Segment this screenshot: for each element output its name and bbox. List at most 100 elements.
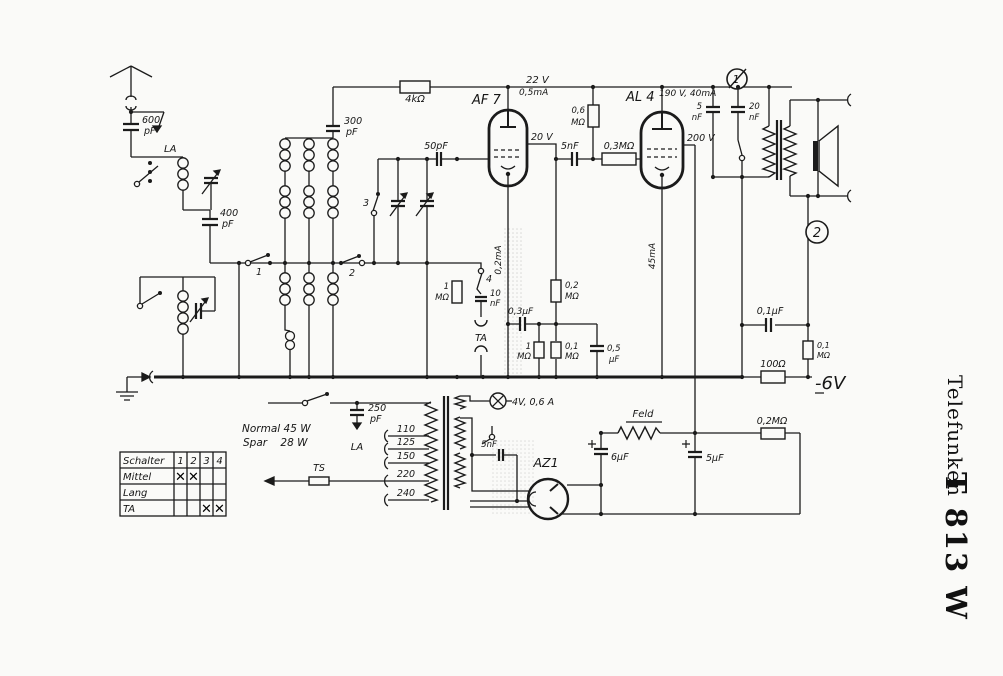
table-row-lang: Lang bbox=[123, 488, 147, 499]
speaker-icon bbox=[813, 124, 839, 188]
label-minus6v: -6V bbox=[815, 373, 847, 394]
label-tube-az1: AZ1 bbox=[532, 455, 558, 470]
label-la-top: LA bbox=[164, 144, 177, 155]
label-r1mb-unit: MΩ bbox=[517, 352, 531, 362]
label-c01uf: 0,1μF bbox=[757, 306, 784, 317]
table-header-schalter: Schalter bbox=[123, 456, 165, 467]
capacitors bbox=[123, 105, 773, 461]
label-r03m: 0,3MΩ bbox=[604, 141, 635, 152]
label-la-bottom: LA bbox=[351, 442, 364, 453]
label-cap300-value: 300 bbox=[344, 116, 362, 127]
label-spar-watt: Spar 28 W bbox=[243, 437, 308, 449]
plus-signs bbox=[588, 440, 690, 448]
label-feld: Feld bbox=[632, 409, 654, 420]
switch-contacts bbox=[133, 154, 746, 441]
label-fuse-ts: TS bbox=[313, 463, 325, 474]
label-tube-al4: AL 4 bbox=[625, 90, 655, 105]
label-c5-value: 5 bbox=[697, 102, 702, 112]
label-point2: 2 bbox=[813, 226, 821, 241]
label-r01m-value: 0,1 bbox=[565, 342, 579, 352]
label-v22: 22 V bbox=[526, 75, 550, 86]
table-header-2: 2 bbox=[190, 456, 196, 467]
label-tube-af7: AF 7 bbox=[471, 93, 502, 108]
label-c5nf-coupling: 5nF bbox=[561, 141, 579, 152]
label-r06-value: 0,6 bbox=[571, 106, 585, 116]
label-r01mb-value: 0,1 bbox=[817, 341, 830, 350]
table-mark-ta-3: ✕ bbox=[201, 502, 212, 517]
mains-transformer bbox=[423, 395, 468, 510]
label-r1m-unit: MΩ bbox=[435, 293, 449, 303]
label-c20-value: 20 bbox=[749, 102, 760, 112]
table-mark-mittel-1: ✕ bbox=[175, 470, 186, 485]
brand-name: Telefunken bbox=[943, 375, 967, 497]
label-c10-unit: nF bbox=[490, 299, 500, 309]
label-c5uf: 5μF bbox=[706, 453, 724, 464]
label-r01mb-unit: MΩ bbox=[817, 351, 831, 360]
label-r02m-unit: MΩ bbox=[565, 292, 579, 302]
label-sw3: 3 bbox=[363, 198, 369, 209]
label-r1mb-value: 1 bbox=[526, 342, 531, 352]
label-normal-watt: Normal 45 W bbox=[242, 423, 311, 435]
output-transformer bbox=[761, 120, 798, 180]
label-cap600-unit: pF bbox=[143, 126, 156, 137]
tube-af7 bbox=[487, 108, 529, 188]
measure-points bbox=[726, 68, 829, 244]
label-c5nf-rect: 5nF bbox=[481, 440, 497, 450]
trimmer-arrows bbox=[141, 125, 435, 487]
label-v20: 20 V bbox=[531, 132, 554, 143]
label-c05-unit: μF bbox=[608, 355, 619, 365]
label-sw1: 1 bbox=[256, 267, 262, 278]
label-c03uf: 0,3μF bbox=[508, 307, 534, 317]
label-r06-unit: MΩ bbox=[571, 118, 585, 128]
label-r1m-value: 1 bbox=[444, 282, 449, 292]
table-header-4: 4 bbox=[216, 456, 222, 467]
label-c5-unit: nF bbox=[692, 113, 702, 123]
label-r01m-unit: MΩ bbox=[565, 352, 579, 362]
labels: 600 pF LA 400 pF 300 pF 50pF 1 2 3 4 4kΩ… bbox=[142, 73, 847, 499]
label-c250-unit: pF bbox=[369, 414, 382, 425]
label-cap400-value: 400 bbox=[220, 208, 238, 219]
label-sw2: 2 bbox=[349, 268, 355, 279]
table-header-3: 3 bbox=[203, 456, 209, 467]
coils bbox=[177, 138, 339, 351]
label-r02mb: 0,2MΩ bbox=[757, 416, 788, 427]
label-lamp: 4V, 0,6 A bbox=[512, 397, 554, 408]
pilot-lamp bbox=[489, 392, 507, 410]
resistors bbox=[308, 80, 814, 486]
label-cap300-unit: pF bbox=[345, 127, 358, 138]
label-v200: 200 V bbox=[687, 133, 716, 144]
tube-al4 bbox=[639, 110, 685, 190]
label-tap-240: 240 bbox=[397, 488, 415, 499]
label-c20-unit: nF bbox=[749, 113, 759, 123]
junction-dots bbox=[128, 84, 821, 517]
label-point1: 1 bbox=[733, 73, 740, 86]
tube-az1 bbox=[526, 477, 570, 521]
label-i02ma: 0,2mA bbox=[494, 245, 504, 274]
label-tap-125: 125 bbox=[397, 437, 415, 448]
label-v190: 190 V, 40mA bbox=[659, 89, 716, 99]
label-cap400-unit: pF bbox=[221, 219, 234, 230]
label-r4k: 4kΩ bbox=[405, 94, 425, 105]
wires bbox=[109, 65, 852, 515]
model-number: T 813 W bbox=[939, 472, 973, 621]
label-i45ma: 45mA bbox=[648, 243, 658, 269]
label-sw4: 4 bbox=[486, 274, 492, 285]
title-block: Telefunken T 813 W bbox=[939, 375, 973, 621]
label-tap-150: 150 bbox=[397, 451, 415, 462]
label-c250-value: 250 bbox=[368, 403, 386, 414]
switch-table: Schalter 1 2 3 4 Mittel Lang TA ✕ ✕ ✕ ✕ bbox=[119, 451, 227, 517]
label-cap50: 50pF bbox=[424, 141, 448, 152]
label-cap600-value: 600 bbox=[142, 115, 160, 126]
ta-jack bbox=[474, 319, 488, 353]
table-row-ta: TA bbox=[123, 504, 135, 515]
label-tap-220: 220 bbox=[397, 469, 415, 480]
field-coil bbox=[617, 425, 661, 441]
label-c05-value: 0,5 bbox=[607, 344, 621, 354]
label-r100: 100Ω bbox=[760, 359, 786, 370]
label-tap-110: 110 bbox=[397, 424, 415, 435]
label-c10-value: 10 bbox=[490, 289, 501, 299]
label-ta-jack: TA bbox=[475, 333, 487, 344]
label-c6uf: 6μF bbox=[611, 452, 629, 463]
